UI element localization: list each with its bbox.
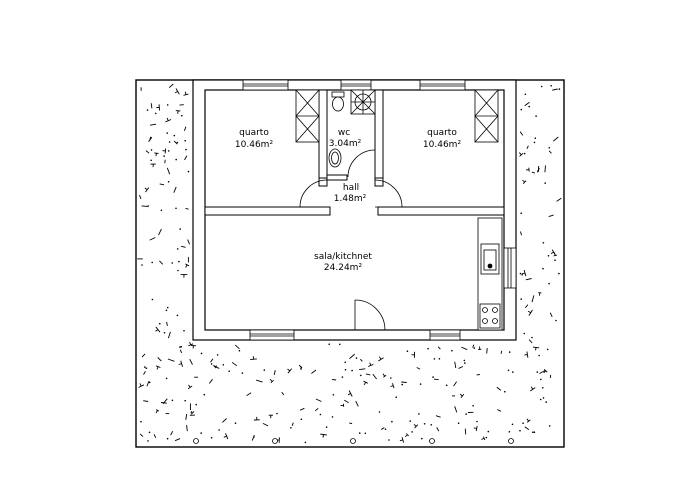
interior-walls [204,89,505,216]
room-label-hall: hall [343,183,359,193]
entrance-door [354,299,386,331]
room-area-quarto-left: 10.46m² [235,140,274,150]
toilet-icon [331,91,345,112]
room-area-sala: 24.24m² [324,263,363,273]
room-area-quarto-right: 10.46m² [423,140,462,150]
room-label-sala: sala/kitchnet [314,252,372,262]
kitchen-sink-icon [480,243,500,275]
shower-icon [350,89,376,115]
gravel-texture [137,83,562,444]
room-area-hall: 1.48m² [334,194,367,204]
stove-icon [479,303,501,329]
wardrobe-icon [295,89,499,143]
room-area-wc: 3.04m² [329,139,362,149]
room-label-wc: wc [338,128,350,138]
door-swing-icon [299,149,403,208]
room-label-quarto-right: quarto [427,128,457,138]
sink-icon [328,148,342,168]
post-markers [193,438,514,444]
window-icon [242,79,517,341]
room-label-quarto-left: quarto [239,128,269,138]
